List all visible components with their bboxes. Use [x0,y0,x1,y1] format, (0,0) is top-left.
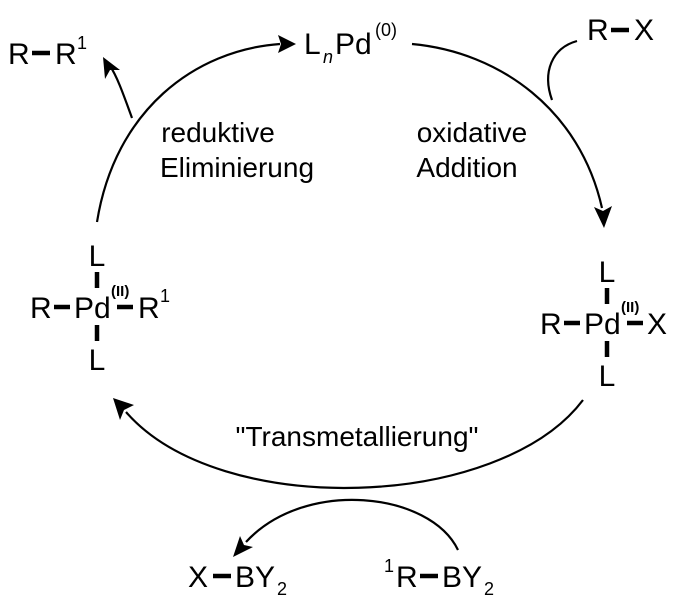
left-complex-r1: R [138,292,160,325]
catalyst-n-subscript: n [323,47,333,67]
right-complex-ligand-top: L [599,256,616,289]
right-complex-ligand-bottom: L [599,360,616,393]
oxidative-addition-label-1: oxidative [417,117,528,148]
boronic-superscript: 1 [384,556,394,576]
reactant-r: R [587,14,609,47]
oxidative-addition-label-2: Addition [416,152,517,183]
right-complex-oxidation-state: (II) [621,299,639,316]
boronic-r: R [396,561,418,594]
left-complex-ligand-bottom: L [89,344,106,377]
right-complex-r: R [540,308,562,341]
transmetalation-side-arc [245,498,459,551]
cycle-arrowhead-right [594,206,612,228]
cycle-arrowhead-top [278,35,296,53]
left-complex-r: R [30,292,52,325]
left-complex-ligand-top: L [89,240,106,273]
borate-subscript: 2 [277,579,287,597]
catalyst-metal: Pd [335,28,372,61]
right-complex-x: X [647,308,667,341]
product-r1: R [55,38,77,71]
right-complex-metal: Pd [584,308,621,341]
left-complex-oxidation-state: (II) [111,283,129,300]
boronic-subscript: 2 [484,579,494,597]
cycle-arc-top-right [411,42,604,209]
catalyst-oxidation-state: (0) [375,20,397,40]
borate-arrowhead [233,536,253,557]
borate-x: X [188,561,208,594]
left-complex-metal: Pd [74,292,111,325]
product-r1-superscript: 1 [77,33,87,53]
reductive-elimination-side-arc [109,65,134,119]
oxidative-addition-side-arc [547,39,578,101]
boronic-b: BY [442,561,482,594]
catalyst-ligand: L [304,28,321,61]
product-r: R [8,38,30,71]
borate-b: BY [235,561,275,594]
reductive-elimination-label-1: reduktive [161,117,275,148]
left-complex-r1-superscript: 1 [160,286,170,306]
product-arrowhead [103,57,120,79]
cycle-arrowhead-left [113,398,134,420]
cycle-arc-bottom [125,399,584,489]
cycle-arc-top-left [95,42,281,223]
reductive-elimination-label-2: Eliminierung [160,152,314,183]
transmetalation-label: "Transmetallierung" [236,421,479,452]
reactant-x: X [634,14,654,47]
